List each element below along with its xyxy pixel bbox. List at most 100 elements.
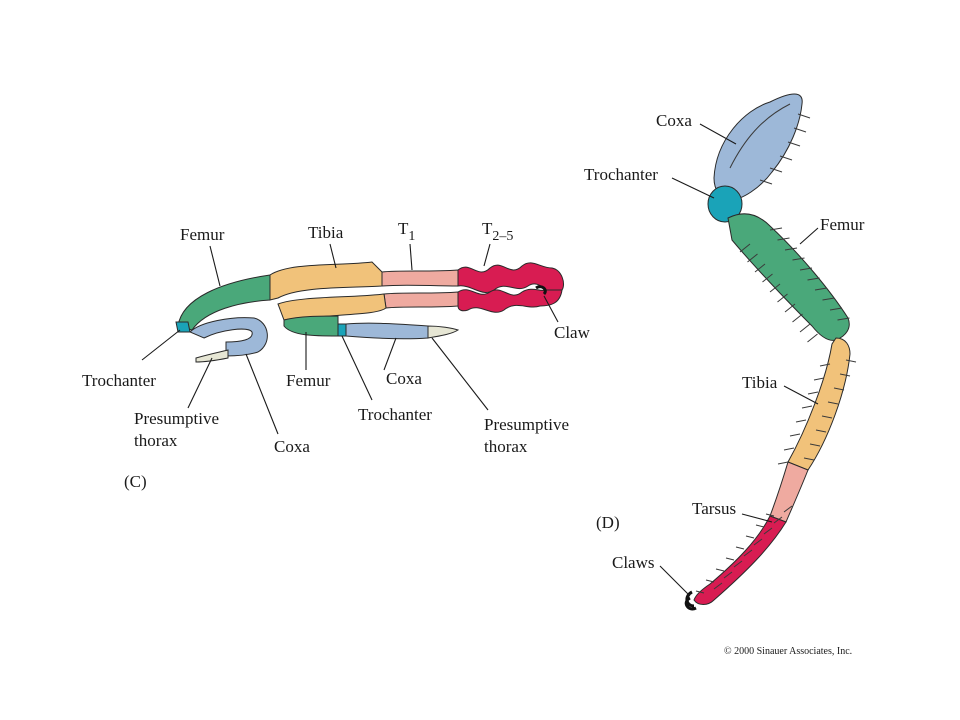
- bristle: [779, 155, 793, 161]
- bristle: [769, 227, 783, 231]
- panel-label-c: (C): [124, 472, 147, 491]
- bristle: [773, 516, 783, 524]
- leader-d-claws: [659, 565, 691, 597]
- bristle: [807, 333, 818, 343]
- panel-d: Coxa Trochanter Femur Tibia Tarsus Claws…: [584, 93, 865, 611]
- bristle: [819, 363, 831, 367]
- tibia-shape: [787, 337, 851, 471]
- claw-shape: [535, 285, 547, 296]
- label-d-tarsus: Tarsus: [692, 499, 736, 518]
- bristles: [695, 113, 857, 594]
- bristle: [813, 377, 825, 381]
- bristle: [829, 307, 843, 311]
- label-d-trochanter: Trochanter: [584, 165, 658, 184]
- bristle: [795, 419, 807, 423]
- leader-femur-top: [209, 245, 221, 287]
- bristle: [827, 401, 839, 405]
- bristle: [765, 513, 775, 517]
- leader-d-femur: [799, 227, 819, 245]
- presumptive-thorax-left: [195, 349, 229, 363]
- leader-trochanter-left: [141, 329, 181, 361]
- bristle: [783, 447, 795, 451]
- t1-segment-lower: [383, 291, 459, 309]
- bristle: [743, 549, 753, 557]
- label-presumptive-left-2: thorax: [134, 431, 178, 450]
- label-femur-bottom: Femur: [286, 371, 331, 390]
- label-tibia: Tibia: [308, 223, 344, 242]
- bristle: [777, 293, 788, 303]
- bristle: [833, 387, 845, 391]
- bristle: [821, 415, 833, 419]
- coxa-ridge: [729, 103, 791, 169]
- bristle: [739, 243, 751, 253]
- trochanter-shape: [707, 185, 743, 223]
- leader-d-trochanter: [671, 177, 715, 199]
- bristle: [769, 167, 783, 173]
- label-trochanter-mid: Trochanter: [358, 405, 432, 424]
- label-femur-top: Femur: [180, 225, 225, 244]
- bristle: [747, 253, 758, 263]
- bristle: [799, 323, 811, 333]
- bristle: [733, 560, 743, 568]
- coxa-segment-mid: [345, 322, 429, 340]
- label-presumptive-left-1: Presumptive: [134, 409, 219, 428]
- bristle: [807, 391, 819, 395]
- label-trochanter-left: Trochanter: [82, 371, 156, 390]
- label-d-femur: Femur: [820, 215, 865, 234]
- bristle: [762, 273, 773, 283]
- bristle: [735, 546, 745, 550]
- bristle: [814, 287, 828, 291]
- leader-tibia: [329, 243, 337, 269]
- leader-d-tarsus: [741, 513, 773, 523]
- panel-c: Femur Tibia T1 T2–5 Claw Trochanter Pres…: [82, 219, 591, 491]
- label-d-tibia: Tibia: [742, 373, 778, 392]
- label-t25: T2–5: [482, 219, 513, 244]
- leader-t25: [483, 243, 491, 267]
- coxa-shape: [713, 93, 803, 201]
- label-claw: Claw: [554, 323, 591, 342]
- bristle: [777, 237, 790, 241]
- leader-coxa-mid: [383, 337, 397, 371]
- bristle: [815, 429, 827, 433]
- leader-t1: [409, 243, 413, 271]
- bristle: [839, 373, 851, 377]
- label-coxa-mid: Coxa: [386, 369, 422, 388]
- bristle: [713, 582, 723, 590]
- trochanter-segment-mid: [337, 323, 347, 337]
- bristle: [777, 461, 789, 465]
- bristle: [799, 267, 813, 271]
- tarsus-proximal-shape: [769, 461, 809, 523]
- bristle: [769, 283, 781, 293]
- trochanter-segment-left: [175, 321, 191, 333]
- bristle: [695, 590, 705, 594]
- t25-segment-upper: [457, 262, 565, 293]
- bristle: [803, 457, 815, 461]
- bristle: [793, 127, 807, 133]
- leader-trochanter-mid: [341, 335, 373, 401]
- claws-shape: [684, 590, 697, 611]
- leader-d-coxa: [699, 123, 737, 145]
- leader-coxa-left: [245, 353, 279, 435]
- panel-label-d: (D): [596, 513, 620, 532]
- label-d-claws: Claws: [612, 553, 655, 572]
- label-presumptive-right-1: Presumptive: [484, 415, 569, 434]
- bristle: [715, 568, 725, 572]
- tibia-segment-upper: [269, 261, 383, 301]
- bristle: [792, 313, 803, 323]
- label-t1: T1: [398, 219, 415, 244]
- bristle: [759, 179, 773, 185]
- bristle: [787, 141, 801, 147]
- copyright-notice: © 2000 Sinauer Associates, Inc.: [724, 646, 852, 657]
- bristle: [807, 277, 820, 281]
- label-presumptive-right-2: thorax: [484, 437, 528, 456]
- bristle: [754, 263, 766, 273]
- bristle: [753, 538, 763, 546]
- bristle: [792, 257, 805, 261]
- femur-segment-lower: [283, 315, 339, 337]
- leader-presumptive-left: [187, 357, 213, 409]
- bristle: [801, 405, 813, 409]
- leader-claw: [543, 295, 559, 323]
- bristle: [705, 579, 715, 583]
- bristle: [723, 571, 733, 579]
